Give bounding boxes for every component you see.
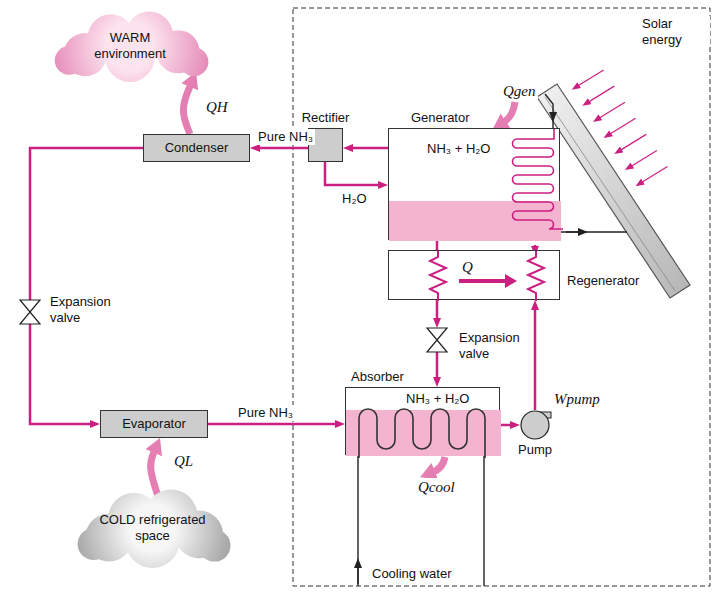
solar-ray <box>631 150 657 166</box>
heat-label: Qcool <box>416 478 457 496</box>
node-shape <box>389 251 559 299</box>
heat-label: QL <box>172 452 195 470</box>
pump-symbol: Pump <box>520 410 550 440</box>
condenser-box: Condenser <box>143 134 250 162</box>
solar-ray <box>620 134 646 150</box>
node-label: Absorber <box>351 369 404 385</box>
node-label: Regenerator <box>567 273 639 289</box>
solar-ray <box>641 167 667 183</box>
solar-ray <box>599 102 625 118</box>
flow-label: H₂O <box>340 191 369 207</box>
solar-ray <box>610 118 636 134</box>
solar-ray <box>578 70 604 86</box>
collector-pipe <box>560 231 627 232</box>
energy-label: Solar energy <box>640 16 710 47</box>
heat-arrow <box>433 457 445 472</box>
pipe-connector <box>436 240 439 250</box>
pipe-connector <box>258 147 308 150</box>
generator-tank: GeneratorNH₃ + H₂O <box>388 128 560 240</box>
pipe-connector <box>436 352 439 379</box>
pipe-connector <box>30 324 92 424</box>
node-label: Pump <box>518 442 552 458</box>
node-sublabel: NH₃ + H₂O <box>406 391 469 407</box>
water-label: Cooling water <box>370 566 454 582</box>
node-label: Generator <box>411 110 470 126</box>
evaporator-box: Evaporator <box>100 410 208 438</box>
node-label: Condenser <box>165 140 229 156</box>
cooling-pipe <box>357 455 358 586</box>
node-shape <box>20 300 40 324</box>
absorber-tank: AbsorberNH₃ + H₂O <box>345 387 500 455</box>
collector-pipe-arrow <box>566 231 580 232</box>
cold-cloud: COLD refrigerated space <box>75 488 230 568</box>
heat-arrow <box>504 102 515 122</box>
pipe-connector <box>534 308 537 410</box>
cooling-flow-arrow <box>357 566 358 584</box>
node-label: Evaporator <box>122 416 186 432</box>
expansion-valve: Expansion valve <box>20 300 40 324</box>
warm-cloud: WARM environment <box>50 10 210 82</box>
cooling-pipe <box>483 455 484 586</box>
node-label: COLD refrigerated space <box>97 512 209 543</box>
solar-rays <box>578 70 668 182</box>
work-label: Wpump <box>552 390 602 408</box>
pipe-connector <box>436 300 439 320</box>
regenerator-box: Regenerator <box>388 250 560 300</box>
collector-pipe <box>552 112 553 129</box>
node-label: Expansion valve <box>50 294 125 325</box>
node-sublabel: NH₃ + H₂O <box>427 141 490 157</box>
rectifier-box: Rectifier <box>308 128 343 162</box>
flow-label: Pure NH₃ <box>236 405 295 421</box>
expansion-valve: Expansion valve <box>427 328 447 352</box>
pipe-connector <box>351 147 388 150</box>
heat-arrow <box>151 451 158 496</box>
pipe-connector <box>30 148 143 300</box>
collector-tube <box>545 97 675 291</box>
heat-label: QH <box>204 98 230 116</box>
node-label: WARM environment <box>80 30 180 61</box>
node-label: Rectifier <box>302 110 350 126</box>
node-shape <box>309 129 342 161</box>
pipe-connector <box>208 423 337 426</box>
system-boundary <box>293 8 710 586</box>
node-shape <box>427 328 447 352</box>
heat-label: Qgen <box>501 82 538 100</box>
pipe-connector <box>500 424 512 427</box>
heat-arrow <box>183 85 190 134</box>
solar-ray <box>588 86 614 102</box>
flow-label: Pure NH₃ <box>256 129 315 145</box>
collector-pipe <box>545 94 553 114</box>
node-shape <box>520 410 550 440</box>
node-label: Expansion valve <box>459 330 534 361</box>
pipe-connector <box>325 162 380 185</box>
